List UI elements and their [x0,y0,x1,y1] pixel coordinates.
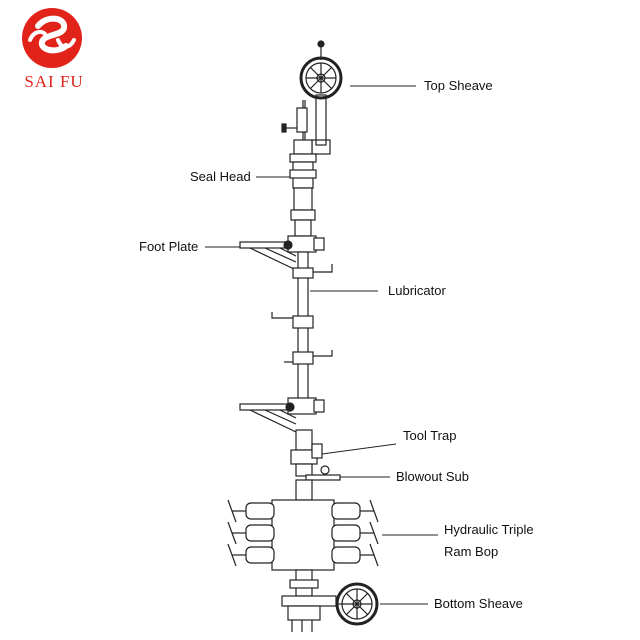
label-bop-line1: Hydraulic Triple [444,522,534,537]
label-tool-trap: Tool Trap [403,428,457,443]
brand-name: SAI FU [24,72,84,91]
label-seal-head: Seal Head [190,169,251,184]
label-bottom-sheave: Bottom Sheave [434,596,523,611]
label-foot-plate: Foot Plate [139,239,199,254]
label-top-sheave: Top Sheave [424,78,493,93]
base-flange [281,595,337,632]
label-blowout-sub: Blowout Sub [396,469,469,484]
lubricator [271,251,333,403]
blowout-sub [295,474,341,501]
label-lubricator: Lubricator [388,283,446,298]
label-bop: Hydraulic Triple Ram Bop [444,519,534,563]
top-sheave-icon [299,40,343,155]
bottom-sheave-icon [335,582,379,626]
saifu-logo-icon [22,8,82,68]
seal-head [289,139,317,237]
tool-trap [290,429,330,477]
triple-ram-bop [227,499,379,597]
foot-plate-upper [239,235,325,271]
leader-lines [205,85,438,605]
label-bop-line2: Ram Bop [444,544,499,559]
foot-plate-lower [239,397,325,433]
